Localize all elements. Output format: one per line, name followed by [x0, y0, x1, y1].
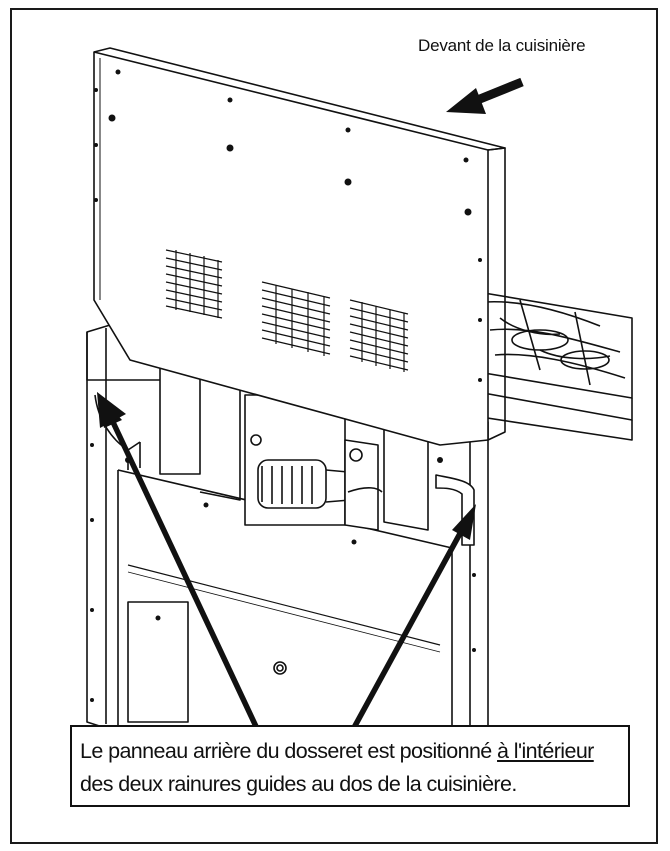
screw-holes — [90, 69, 482, 702]
front-direction-arrow-icon — [446, 77, 524, 114]
pointer-arrow-right-icon — [347, 504, 476, 737]
caption-line-1: Le panneau arrière du dosseret est posit… — [80, 735, 620, 768]
internal-components — [159, 361, 429, 531]
front-of-range-label: Devant de la cuisinière — [418, 36, 586, 55]
vent-grilles — [165, 249, 409, 372]
caption-line-2: des deux rainures guides au dos de la cu… — [80, 772, 517, 796]
caption-box: Le panneau arrière du dosseret est posit… — [70, 725, 630, 807]
caption-underlined-text: à l'intérieur — [497, 739, 594, 763]
backguard-panel — [93, 47, 506, 446]
pointer-arrow-left-icon — [97, 392, 263, 737]
caption-line-1-text: Le panneau arrière du dosseret est posit… — [80, 739, 498, 763]
